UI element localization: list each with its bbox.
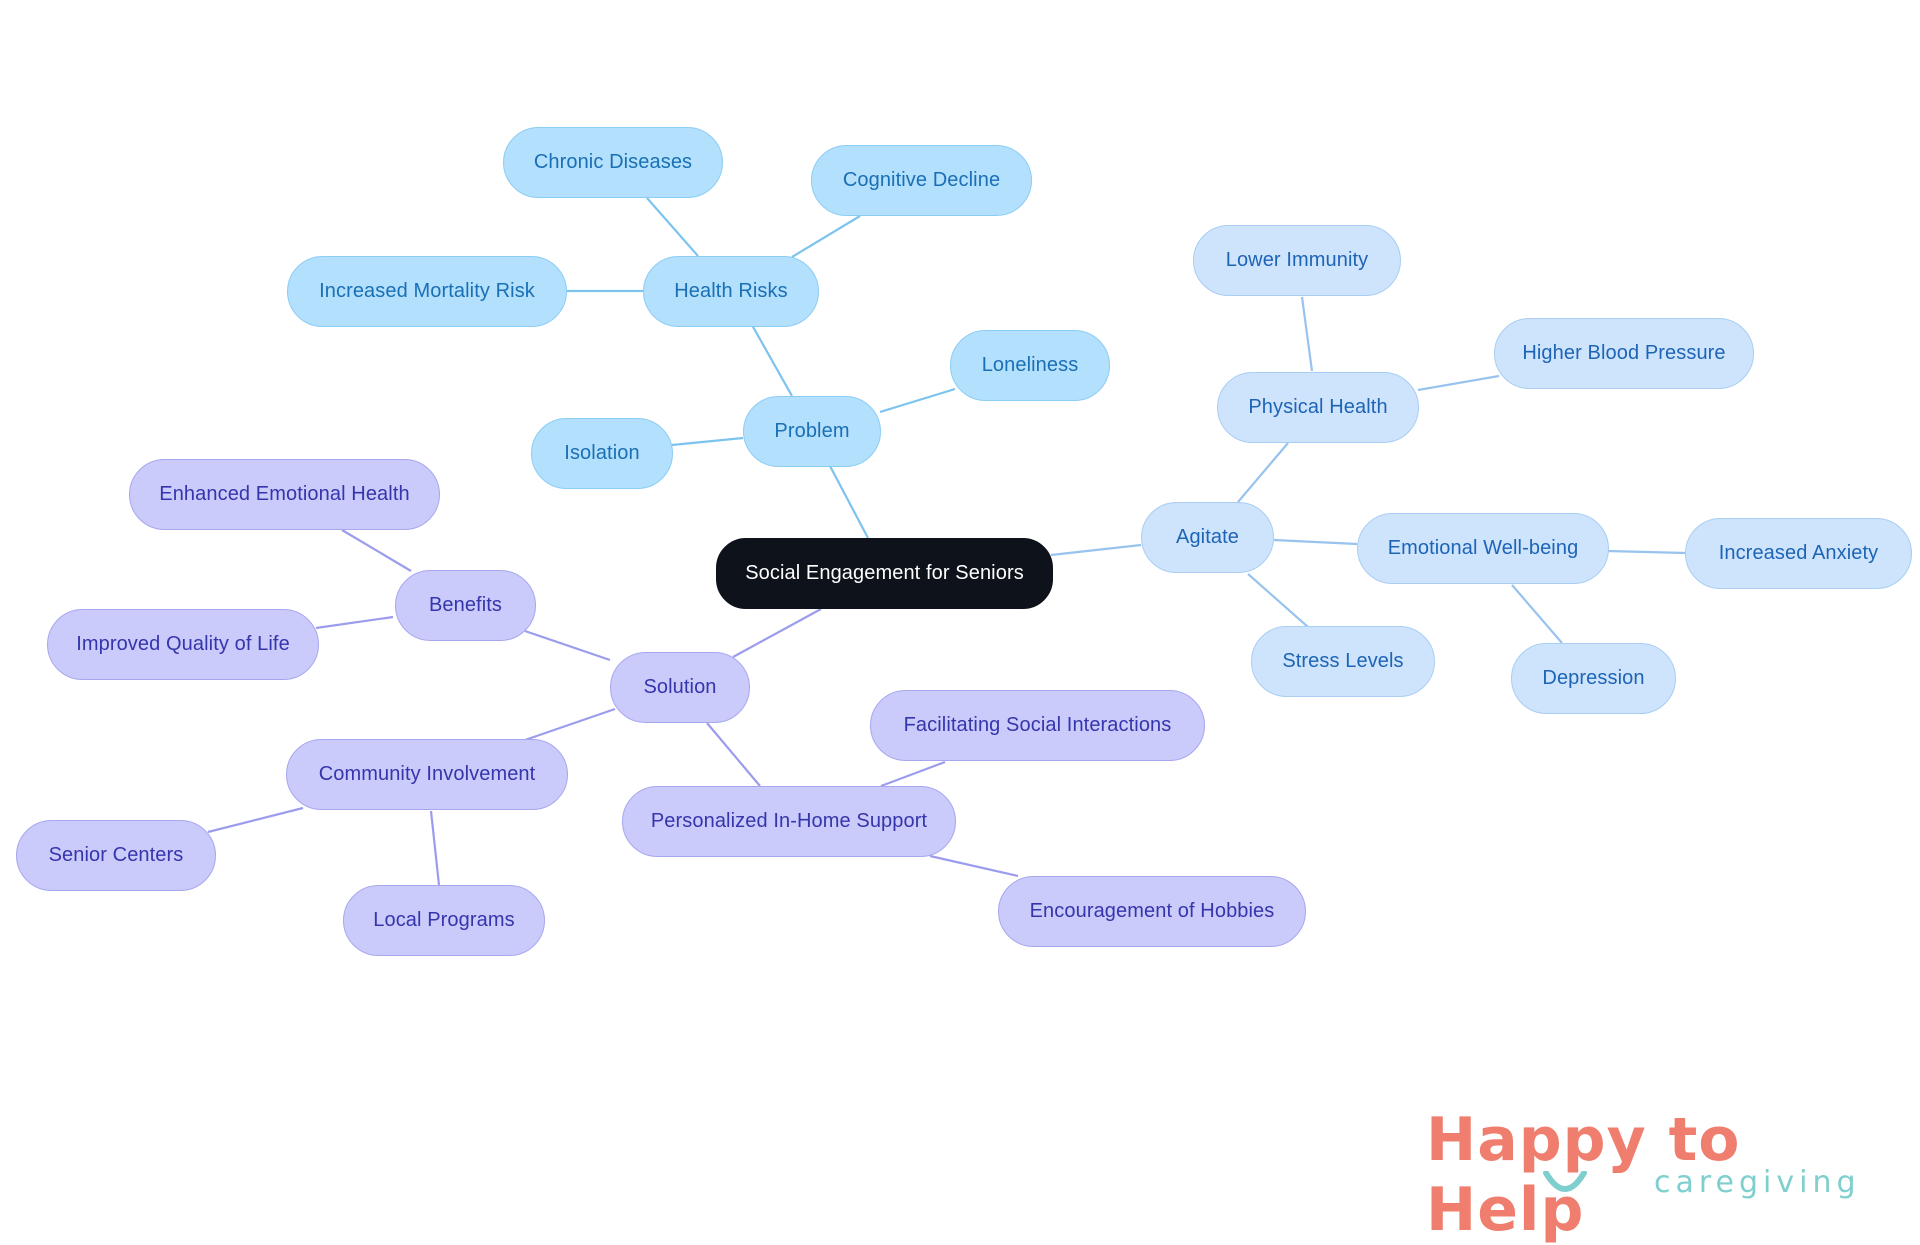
root-node: Social Engagement for Seniors bbox=[716, 538, 1053, 609]
improved-quality-of-life-node: Improved Quality of Life bbox=[47, 609, 319, 680]
connector-lines bbox=[207, 197, 1687, 886]
mind-map: Social Engagement for Seniors Problem He… bbox=[16, 127, 1912, 956]
happy-to-help-logo: Happy to Help caregiving bbox=[1420, 1105, 1890, 1245]
stress-levels-node: Stress Levels bbox=[1251, 626, 1435, 697]
edge-benefits-improved bbox=[315, 615, 394, 630]
edge-root-agitate bbox=[1050, 543, 1142, 557]
edge-personalized-hobbies bbox=[929, 854, 1019, 878]
encouragement-of-hobbies-node: Encouragement of Hobbies bbox=[998, 876, 1306, 947]
edge-root-problem bbox=[829, 465, 869, 539]
solution-node: Solution bbox=[610, 652, 750, 723]
higher-blood-pressure-node: Higher Blood Pressure bbox=[1494, 318, 1754, 389]
edge-agitate-physical bbox=[1237, 442, 1289, 503]
depression-node: Depression bbox=[1511, 643, 1676, 714]
smile-icon bbox=[1543, 1171, 1587, 1192]
personalized-in-home-support-node: Personalized In-Home Support bbox=[622, 786, 956, 857]
edge-agitate-emotional bbox=[1273, 538, 1358, 546]
edge-healthrisks-cognitive bbox=[791, 215, 861, 258]
edge-emotional-depression bbox=[1511, 584, 1563, 644]
local-programs-node: Local Programs bbox=[343, 885, 545, 956]
edge-solution-benefits bbox=[524, 629, 611, 662]
edge-physical-bloodpressure bbox=[1417, 374, 1500, 392]
edge-problem-healthrisks bbox=[751, 324, 793, 397]
isolation-node: Isolation bbox=[531, 418, 673, 489]
enhanced-emotional-health-node: Enhanced Emotional Health bbox=[129, 459, 440, 530]
edge-benefits-enhanced bbox=[341, 529, 412, 572]
physical-health-node: Physical Health bbox=[1217, 372, 1419, 443]
edge-agitate-stress bbox=[1247, 573, 1309, 628]
lower-immunity-node: Lower Immunity bbox=[1193, 225, 1401, 296]
cognitive-decline-node: Cognitive Decline bbox=[811, 145, 1032, 216]
edge-problem-isolation bbox=[671, 436, 744, 447]
edge-solution-personalized bbox=[706, 722, 761, 787]
edge-solution-community bbox=[524, 707, 616, 742]
edge-community-localprograms bbox=[429, 810, 441, 886]
edge-physical-immunity bbox=[1300, 296, 1314, 372]
edge-healthrisks-chronic bbox=[646, 197, 699, 257]
logo-tagline: caregiving bbox=[1654, 1165, 1861, 1200]
edge-community-seniorcenters bbox=[207, 806, 304, 834]
senior-centers-node: Senior Centers bbox=[16, 820, 216, 891]
edge-root-solution bbox=[732, 608, 822, 658]
edge-problem-loneliness bbox=[879, 387, 956, 414]
facilitating-social-interactions-node: Facilitating Social Interactions bbox=[870, 690, 1205, 761]
health-risks-node: Health Risks bbox=[643, 256, 819, 327]
agitate-node: Agitate bbox=[1141, 502, 1274, 573]
benefits-node: Benefits bbox=[395, 570, 536, 641]
edge-emotional-anxiety bbox=[1606, 549, 1687, 555]
loneliness-node: Loneliness bbox=[950, 330, 1110, 401]
emotional-wellbeing-node: Emotional Well-being bbox=[1357, 513, 1609, 584]
chronic-diseases-node: Chronic Diseases bbox=[503, 127, 723, 198]
community-involvement-node: Community Involvement bbox=[286, 739, 568, 810]
increased-anxiety-node: Increased Anxiety bbox=[1685, 518, 1912, 589]
increased-mortality-risk-node: Increased Mortality Risk bbox=[287, 256, 567, 327]
problem-node: Problem bbox=[743, 396, 881, 467]
edge-personalized-facilitating bbox=[880, 760, 946, 788]
